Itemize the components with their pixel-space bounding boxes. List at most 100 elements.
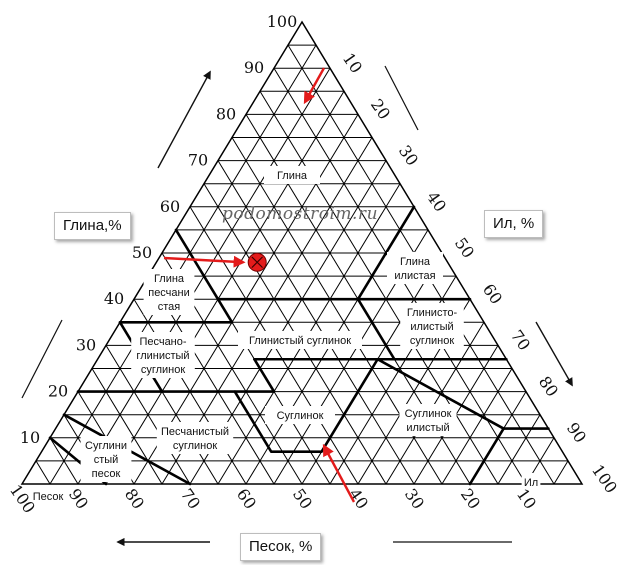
sand-tick-label: 20	[457, 485, 484, 513]
sand-axis-label: Песок, %	[240, 533, 322, 561]
region-label-backdrop	[400, 303, 464, 349]
region-sandy-clay-loam: Песчано-глинистый суглинок	[131, 332, 195, 378]
silt-tick-label: 40	[423, 188, 450, 216]
boundary-silt-bottom	[468, 427, 505, 486]
grid-line-silt	[105, 90, 345, 485]
region-label-backdrop	[399, 404, 457, 436]
sand-reading-arrow	[322, 443, 356, 503]
grid-line-sand	[35, 460, 51, 485]
region-label-line: илистая	[394, 270, 435, 282]
grid-line-sand	[91, 368, 163, 485]
clay-tick-label: 60	[160, 197, 180, 216]
texture-region-labels: ГлинаГлинаилистаяГлинапесчанистаяГлинист…	[29, 166, 541, 505]
silt-tick-label: 60	[479, 280, 506, 308]
clay-tick-label: 40	[104, 289, 124, 308]
sand-tick-label: 40	[345, 485, 372, 513]
region-label-line: глинистый	[136, 350, 189, 362]
region-label-line: Суглинок	[405, 408, 452, 420]
grid-line-silt	[553, 460, 569, 485]
region-label-backdrop	[521, 473, 541, 491]
region-label-line: Глина	[400, 256, 431, 268]
boundary-silty-clay	[356, 205, 416, 301]
clay-tick-label: 50	[132, 243, 152, 262]
region-sandy-clay: Глина песчани стая	[143, 269, 195, 315]
region-loam: Суглинок	[265, 406, 335, 424]
region-sand: Песок	[29, 487, 67, 505]
clay-reading-arrow	[163, 255, 246, 268]
region-label-backdrop	[156, 422, 234, 454]
sand-tick-label: 30	[401, 485, 428, 513]
region-label-line: Песчано-	[139, 336, 186, 348]
region-label-line: суглинок	[173, 440, 218, 452]
sample-marker	[247, 252, 267, 272]
sand-tick-label: 90	[65, 485, 92, 513]
silt-direction-arrow	[535, 321, 573, 387]
grid-line-silt	[49, 44, 317, 485]
region-label-line: стый	[94, 454, 119, 466]
silt-reading-arrow	[303, 67, 326, 105]
grid-line-silt	[385, 321, 485, 485]
grid-line-sand	[49, 437, 79, 485]
region-label-backdrop	[387, 252, 443, 284]
grid-line-silt	[497, 414, 541, 485]
grid-line-sand	[259, 90, 499, 485]
region-sandy-loam: Песчанистый суглинок	[156, 422, 234, 454]
region-silt: Ил	[521, 473, 541, 491]
sand-tick-label: 70	[177, 485, 204, 513]
region-label-line: Глинистый суглинок	[249, 335, 351, 347]
region-label-backdrop	[265, 406, 335, 424]
region-label-line: суглинок	[141, 364, 186, 376]
silt-tick-label: 20	[367, 95, 394, 123]
region-label-line: песчани	[148, 287, 190, 299]
region-label-backdrop	[238, 331, 362, 349]
sand-tick-label: 50	[289, 485, 316, 513]
region-label-backdrop	[264, 166, 320, 184]
silt-tick-label: 50	[451, 234, 478, 262]
region-label-line: Суглинок	[277, 410, 324, 422]
region-label-backdrop	[80, 436, 132, 482]
silt-tick-label: 30	[395, 142, 422, 170]
clay-direction-arrow	[157, 70, 211, 169]
region-label-line: Глинисто-	[407, 307, 458, 319]
grid-line-sand	[105, 344, 191, 485]
sand-tick-label: 60	[233, 485, 260, 513]
grid-line-silt	[441, 368, 513, 485]
clay-guide-line	[21, 319, 63, 399]
silt-tick-label: 100	[588, 461, 621, 497]
region-label-line: суглинок	[410, 335, 455, 347]
watermark: podomostroim.ru	[222, 204, 378, 224]
silt-tick-label: 10	[339, 49, 366, 77]
region-loamy-sand: Суглини стый песок	[80, 436, 132, 482]
clay-tick-label: 80	[216, 104, 236, 123]
clay-tick-label: 10	[20, 428, 40, 447]
sand-axis-label-text: Песок, %	[249, 538, 313, 555]
region-silty-clay-loam: Глинисто-илистый суглинок	[400, 303, 464, 349]
region-label-line: Глина	[154, 273, 185, 285]
region-label-line: Песчанистый	[161, 426, 229, 438]
boundary-loam	[233, 357, 379, 453]
silt-tick-label: 90	[563, 419, 590, 447]
silt-axis-label-text: Ил, %	[493, 215, 535, 232]
region-label-line: Суглини	[85, 440, 127, 452]
clay-axis-label: Глина,%	[54, 212, 131, 240]
region-label-line: Глина	[277, 170, 308, 182]
clay-tick-label: 100	[267, 12, 298, 31]
clay-tick-label: 30	[76, 335, 96, 354]
region-label-backdrop	[29, 487, 67, 505]
silt-tick-label: 70	[507, 326, 534, 354]
clay-axis-label-text: Глина,%	[63, 217, 122, 234]
region-label-line: Песок	[33, 491, 64, 503]
region-label-line: илистый	[410, 321, 453, 333]
region-label-backdrop	[131, 332, 195, 378]
clay-tick-label: 20	[48, 382, 68, 401]
region-label-line: стая	[158, 301, 181, 313]
region-label-line: песок	[92, 468, 121, 480]
sand-tick-label: 80	[121, 485, 148, 513]
silt-tick-label: 80	[535, 373, 562, 401]
region-label-backdrop	[143, 269, 195, 315]
region-label-line: Ил	[524, 477, 538, 489]
region-silty-clay: Глина илистая	[387, 252, 443, 284]
